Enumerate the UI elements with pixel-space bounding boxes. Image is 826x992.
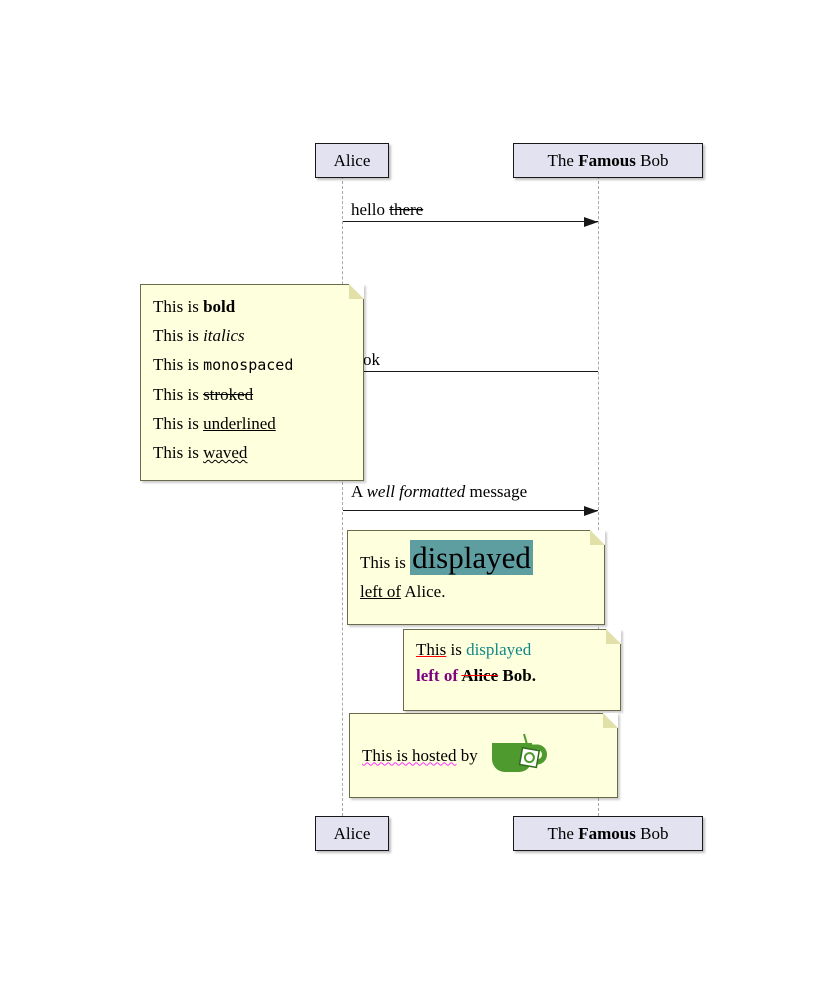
lifeline-bob	[598, 176, 599, 816]
italics-sample: italics	[203, 326, 245, 345]
note-line: This is italics	[153, 321, 351, 350]
message-ok-label: ok	[363, 350, 380, 369]
note-hosted-by: This is hosted by	[349, 713, 618, 798]
underlined-sample: underlined	[203, 414, 276, 433]
message-hello-line	[343, 221, 598, 222]
message-text: message	[465, 482, 528, 501]
note-creole-formats: This is bold This is italics This is mon…	[140, 284, 364, 481]
participant-bob-bottom: The Famous Bob	[513, 816, 703, 851]
note-line-prefix: This is	[153, 414, 204, 433]
bob-label-pre: The	[547, 823, 579, 843]
message-formatted-line	[343, 510, 598, 511]
note-line: left of Alice.	[360, 579, 592, 605]
arrowhead-right-icon	[584, 217, 598, 227]
participant-alice-top: Alice	[315, 143, 389, 178]
participant-bob-label: The Famous Bob	[548, 151, 669, 171]
highlighted-big-text: displayed	[410, 540, 533, 575]
underlined-text: left of	[360, 582, 402, 601]
purple-text: left of	[416, 666, 462, 685]
note-line: This is displayed	[360, 538, 592, 578]
arrowhead-right-icon	[584, 506, 598, 516]
note-line: This is displayed	[416, 637, 608, 663]
note-line: This is bold	[153, 292, 351, 321]
message-ok-line	[343, 371, 598, 372]
bob-label-pre: The	[547, 150, 579, 170]
note-line-prefix: This is	[153, 443, 204, 462]
lifeline-alice	[342, 176, 343, 816]
note-text: Bob.	[498, 666, 536, 685]
participant-alice-bottom: Alice	[315, 816, 389, 851]
note-line: This is stroked	[153, 380, 351, 409]
message-text-stroked: there	[389, 200, 424, 219]
message-text: A	[351, 482, 367, 501]
note-line: This is underlined	[153, 409, 351, 438]
participant-alice-label: Alice	[333, 823, 371, 843]
underlined-red-text: This	[416, 640, 447, 659]
stroked-red-text: Alice	[461, 666, 499, 685]
participant-bob-top: The Famous Bob	[513, 143, 703, 178]
message-hello-label: hello there	[351, 199, 423, 221]
stroked-sample: stroked	[203, 385, 254, 404]
teacup-icon	[491, 733, 547, 772]
note-line-prefix: This is	[153, 385, 204, 404]
bob-label-post: Bob	[635, 823, 669, 843]
waved-pink-text: This is hosted	[362, 745, 457, 765]
note-text: is	[446, 640, 467, 659]
bob-label-post: Bob	[635, 150, 669, 170]
note-line: This is waved	[153, 438, 351, 467]
note-text: by	[456, 745, 478, 765]
bob-label-bold: Famous	[578, 150, 636, 170]
bob-label-bold: Famous	[578, 823, 636, 843]
message-formatted-label: A well formatted message	[351, 481, 527, 503]
participant-bob-label: The Famous Bob	[548, 824, 669, 844]
note-line-prefix: This is	[153, 326, 204, 345]
monospaced-sample: monospaced	[203, 356, 294, 374]
teal-text: displayed	[466, 640, 532, 659]
message-text-italic: well formatted	[366, 482, 466, 501]
bold-sample: bold	[203, 297, 236, 316]
note-line-prefix: This is	[153, 355, 204, 374]
note-line-prefix: This is	[153, 297, 204, 316]
message-text: hello	[351, 200, 390, 219]
note-left-of-bob: This is displayed left of Alice Bob.	[403, 629, 621, 711]
note-left-of-alice: This is displayed left of Alice.	[347, 530, 605, 625]
note-line: left of Alice Bob.	[416, 663, 608, 689]
note-text-group: This is hosted by	[362, 746, 478, 766]
note-line: This is monospaced	[153, 350, 351, 380]
participant-alice-label: Alice	[333, 150, 371, 170]
waved-sample: waved	[203, 443, 248, 462]
note-text: Alice.	[401, 582, 446, 601]
note-text: This is	[360, 553, 411, 572]
